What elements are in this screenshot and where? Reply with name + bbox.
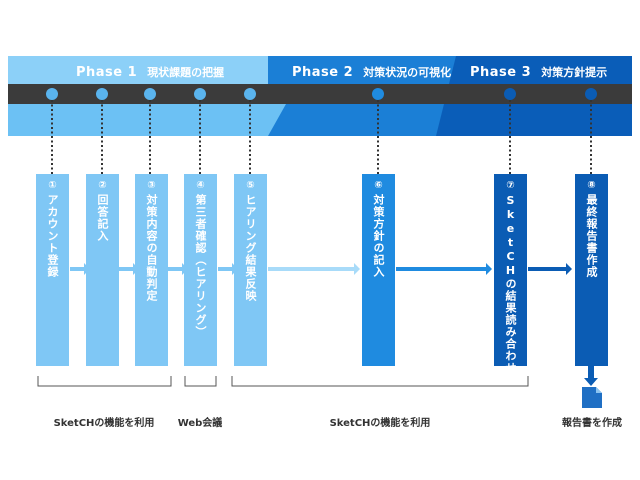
down-arrow xyxy=(584,366,598,386)
phase2-label: Phase 2 対策状況の可視化 xyxy=(292,64,451,81)
phase1-subtitle: 現状課題の把握 xyxy=(147,66,225,79)
phase3-title: Phase 3 xyxy=(470,65,532,80)
step-5-number: ⑤ xyxy=(246,180,255,191)
caption-sketch-2: SketCHの機能を利用 xyxy=(329,418,431,429)
step-7-number: ⑦ xyxy=(506,180,515,191)
timeline-dot-3 xyxy=(144,88,156,100)
step-6-number: ⑥ xyxy=(374,180,383,191)
caption-sketch-1: SketCHの機能を利用 xyxy=(53,418,155,429)
step-5: ⑤ ヒアリング結果反映 xyxy=(234,174,267,366)
step-2-number: ② xyxy=(98,180,107,191)
step-3-text: 対策内容の自動判定 xyxy=(145,194,158,302)
step-1-text: アカウント登録 xyxy=(46,194,59,278)
step-8: ⑧ 最終報告書作成 xyxy=(575,174,608,366)
phase1-band-shade xyxy=(8,104,286,136)
step-1: ① アカウント登録 xyxy=(36,174,69,366)
timeline-dot-4 xyxy=(194,88,206,100)
timeline-dot-2 xyxy=(96,88,108,100)
caption-report: 報告書を作成 xyxy=(562,418,622,429)
document-icon xyxy=(582,387,602,408)
caption-web-meeting: Web会議 xyxy=(177,418,223,429)
brackets xyxy=(37,376,529,387)
timeline-dot-8 xyxy=(585,88,597,100)
dotted-connectors xyxy=(51,100,592,174)
timeline-dot-1 xyxy=(46,88,58,100)
phase2-title: Phase 2 xyxy=(292,65,354,80)
step-7: ⑦ SketCHの結果読み合わせ xyxy=(494,174,527,374)
step-4: ④ 第三者確認（ヒアリング） xyxy=(184,174,217,366)
step-6: ⑥ 対策方針の記入 xyxy=(362,174,395,366)
step-8-text: 最終報告書作成 xyxy=(585,194,598,278)
step-7-text: SketCHの結果読み合わせ xyxy=(504,194,517,374)
timeline-dot-5 xyxy=(244,88,256,100)
step-8-number: ⑧ xyxy=(587,180,596,191)
step-1-number: ① xyxy=(48,180,57,191)
phase3-label: Phase 3 対策方針提示 xyxy=(470,64,607,81)
step-2-text: 回答記入 xyxy=(96,194,109,242)
timeline-bar xyxy=(8,84,632,104)
timeline-dot-7 xyxy=(504,88,516,100)
phase2-subtitle: 対策状況の可視化 xyxy=(363,66,452,79)
timeline-dot-6 xyxy=(372,88,384,100)
phase1-label: Phase 1 現状課題の把握 xyxy=(76,64,224,81)
step-3-number: ③ xyxy=(147,180,156,191)
step-2: ② 回答記入 xyxy=(86,174,119,366)
phase1-title: Phase 1 xyxy=(76,65,138,80)
step-6-text: 対策方針の記入 xyxy=(372,194,385,278)
step-5-text: ヒアリング結果反映 xyxy=(244,194,257,302)
step-3: ③ 対策内容の自動判定 xyxy=(135,174,168,366)
phase3-subtitle: 対策方針提示 xyxy=(541,66,608,79)
step-4-number: ④ xyxy=(196,180,205,191)
step-4-text: 第三者確認（ヒアリング） xyxy=(194,194,207,338)
